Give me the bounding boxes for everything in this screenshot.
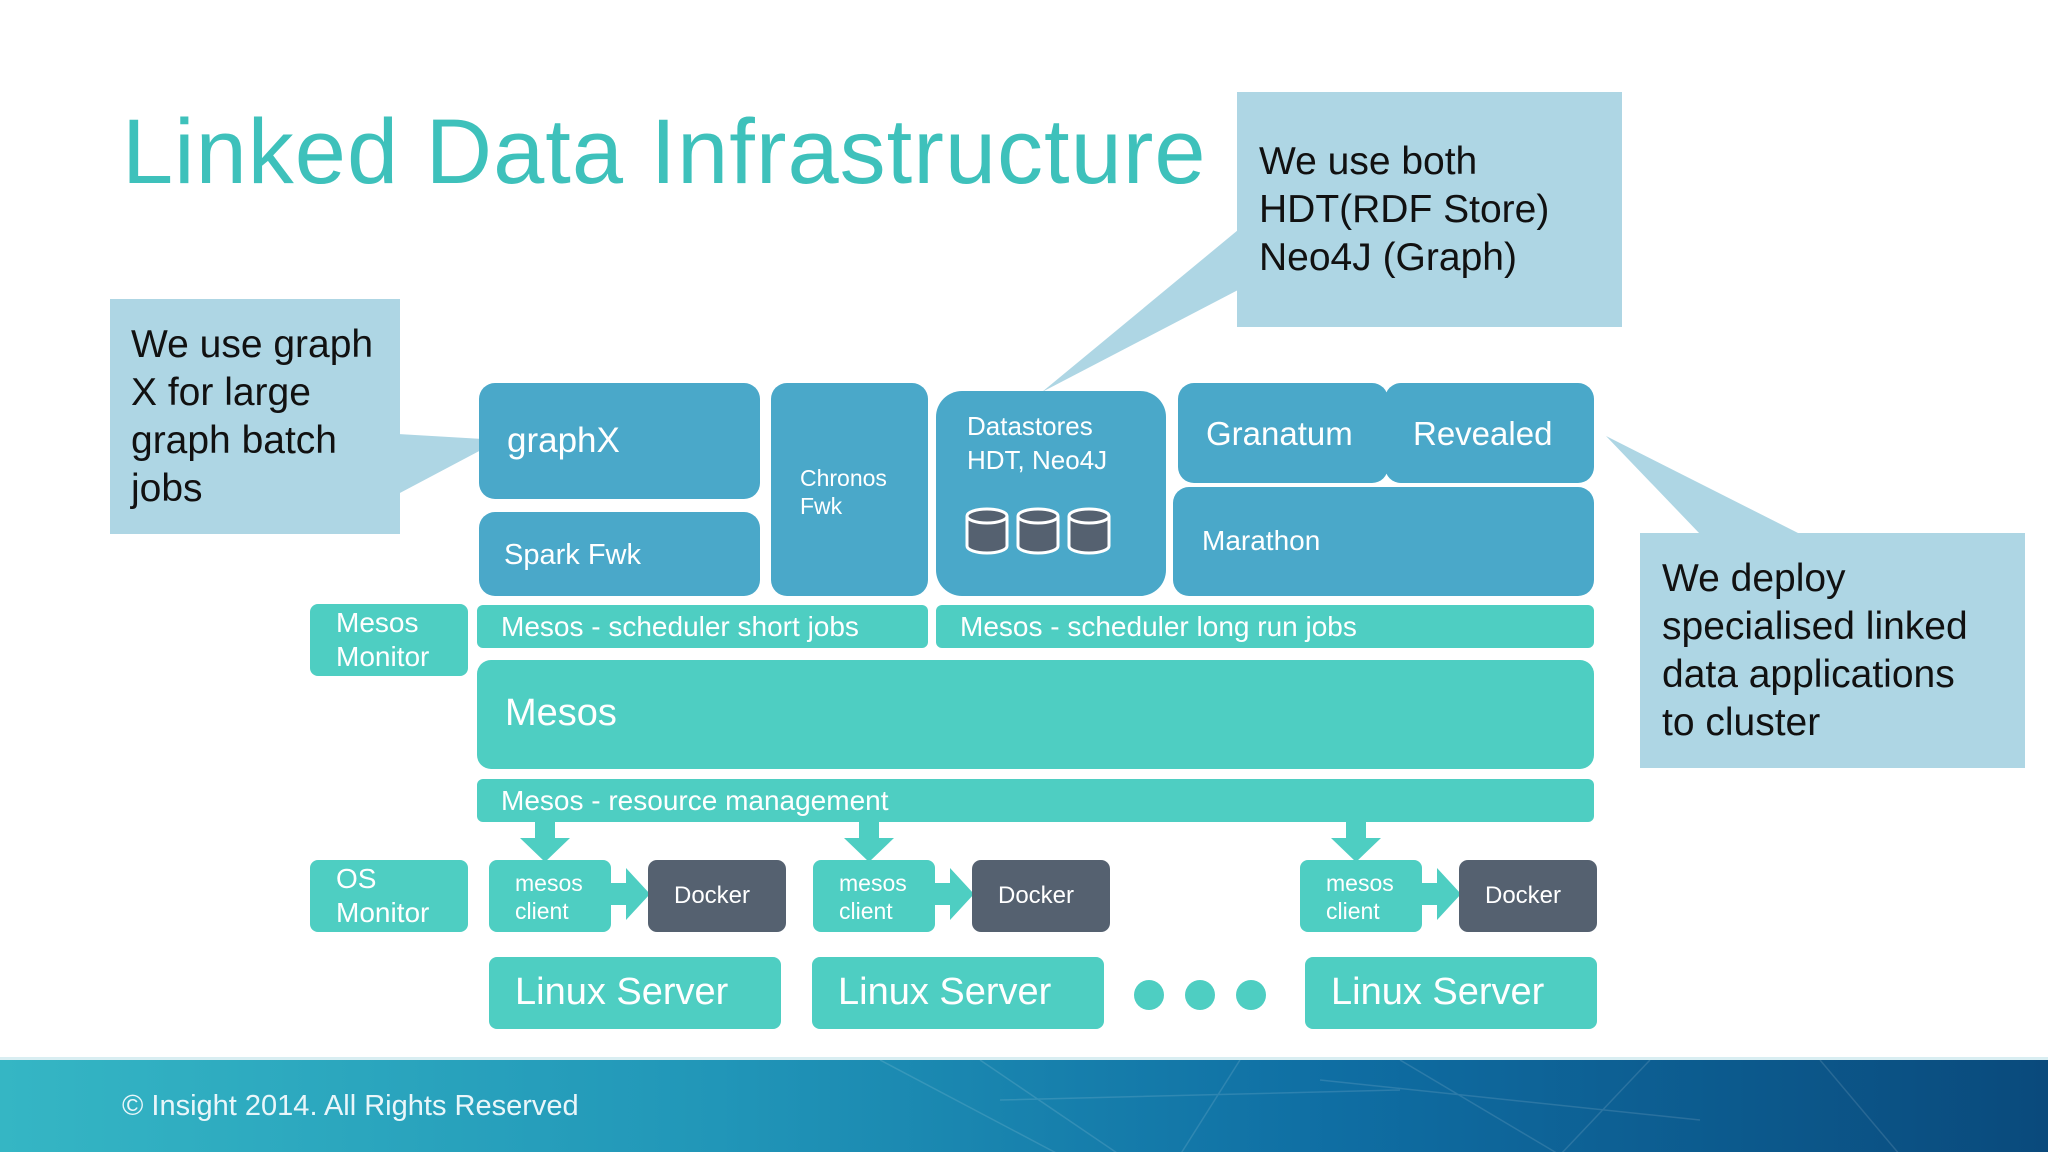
mesos-monitor-label-line1: Mesos — [336, 607, 419, 638]
docker-label: Docker — [998, 882, 1075, 909]
mesos-core-label: Mesos — [505, 692, 617, 734]
datastore-callout: We use both HDT(RDF Store) Neo4J (Graph) — [1237, 92, 1622, 327]
marathon-label: Marathon — [1202, 525, 1321, 556]
chronos-label-line1: Chronos — [800, 465, 887, 491]
down-arrow-icon — [520, 820, 570, 862]
mesos-client-label-line2: client — [515, 898, 569, 924]
database-icon — [1067, 507, 1111, 555]
linux-server-label: Linux Server — [838, 971, 1052, 1013]
docker-box: Docker — [972, 860, 1110, 932]
copyright-text: © Insight 2014. All Rights Reserved — [122, 1090, 579, 1122]
mesos-client-label-line1: mesos — [515, 870, 583, 896]
datastores-label-line2: HDT, Neo4J — [967, 445, 1108, 475]
docker-box: Docker — [1459, 860, 1597, 932]
docker-box: Docker — [648, 860, 786, 932]
right-arrow-icon — [932, 868, 974, 920]
chronos-framework-box: Chronos Fwk — [771, 383, 928, 596]
os-monitor-label-line1: OS — [336, 863, 377, 894]
down-arrow-icon — [844, 820, 894, 862]
linux-server-box: Linux Server — [812, 957, 1104, 1029]
docker-label: Docker — [674, 882, 751, 909]
ellipsis-dot — [1185, 980, 1215, 1010]
right-arrow-icon — [608, 868, 650, 920]
mesos-monitor-label-line2: Monitor — [336, 641, 430, 672]
linux-server-box: Linux Server — [1305, 957, 1597, 1029]
mesos-client-box: mesos client — [489, 860, 611, 932]
graphx-label: graphX — [507, 421, 620, 460]
revealed-label: Revealed — [1413, 415, 1553, 452]
spark-framework-box: Spark Fwk — [479, 512, 760, 596]
scheduler-short-jobs-label: Mesos - scheduler short jobs — [501, 611, 859, 642]
scheduler-long-jobs-label: Mesos - scheduler long run jobs — [960, 611, 1357, 642]
graphx-box: graphX — [479, 383, 760, 499]
database-icons — [965, 507, 1111, 555]
granatum-box: Granatum — [1178, 383, 1388, 483]
mesos-client-label-line2: client — [839, 898, 893, 924]
scheduler-long-jobs-bar: Mesos - scheduler long run jobs — [936, 605, 1594, 648]
mesos-core-box: Mesos — [477, 660, 1594, 769]
down-arrow-icon — [1331, 820, 1381, 862]
database-icon — [1016, 507, 1060, 555]
mesos-client-label-line1: mesos — [1326, 870, 1394, 896]
mesos-client-box: mesos client — [1300, 860, 1422, 932]
mesos-client-label-line1: mesos — [839, 870, 907, 896]
deploy-callout: We deploy specialised linked data applic… — [1640, 533, 2025, 768]
chronos-label-line2: Fwk — [800, 493, 843, 519]
resource-management-label: Mesos - resource management — [501, 785, 889, 816]
footer-bar: © Insight 2014. All Rights Reserved — [0, 1057, 2048, 1152]
marathon-box: Marathon — [1173, 487, 1594, 596]
os-monitor-box: OS Monitor — [310, 860, 468, 932]
revealed-box: Revealed — [1385, 383, 1594, 483]
os-monitor-label-line2: Monitor — [336, 897, 430, 928]
linux-server-label: Linux Server — [515, 971, 729, 1013]
linux-server-label: Linux Server — [1331, 971, 1545, 1013]
spark-framework-label: Spark Fwk — [504, 539, 641, 571]
datastores-label-line1: Datastores — [967, 411, 1093, 441]
docker-label: Docker — [1485, 882, 1562, 909]
granatum-label: Granatum — [1206, 415, 1353, 452]
mesos-client-box: mesos client — [813, 860, 935, 932]
ellipsis-dot — [1134, 980, 1164, 1010]
graphx-callout-pointer — [398, 434, 500, 494]
graphx-callout: We use graph X for large graph batch job… — [110, 299, 400, 534]
database-icon — [965, 507, 1009, 555]
mesos-monitor-box: Mesos Monitor — [310, 604, 468, 676]
linux-server-box: Linux Server — [489, 957, 781, 1029]
ellipsis-dot — [1236, 980, 1266, 1010]
datastore-callout-pointer — [1042, 230, 1238, 392]
slide-title: Linked Data Infrastructure — [122, 101, 1207, 203]
mesos-client-label-line2: client — [1326, 898, 1380, 924]
datastores-box: Datastores HDT, Neo4J — [936, 391, 1166, 596]
scheduler-short-jobs-bar: Mesos - scheduler short jobs — [477, 605, 928, 648]
resource-management-bar: Mesos - resource management — [477, 779, 1594, 822]
deploy-callout-pointer — [1606, 436, 1800, 534]
right-arrow-icon — [1419, 868, 1461, 920]
footer-pattern — [879, 1060, 1899, 1152]
